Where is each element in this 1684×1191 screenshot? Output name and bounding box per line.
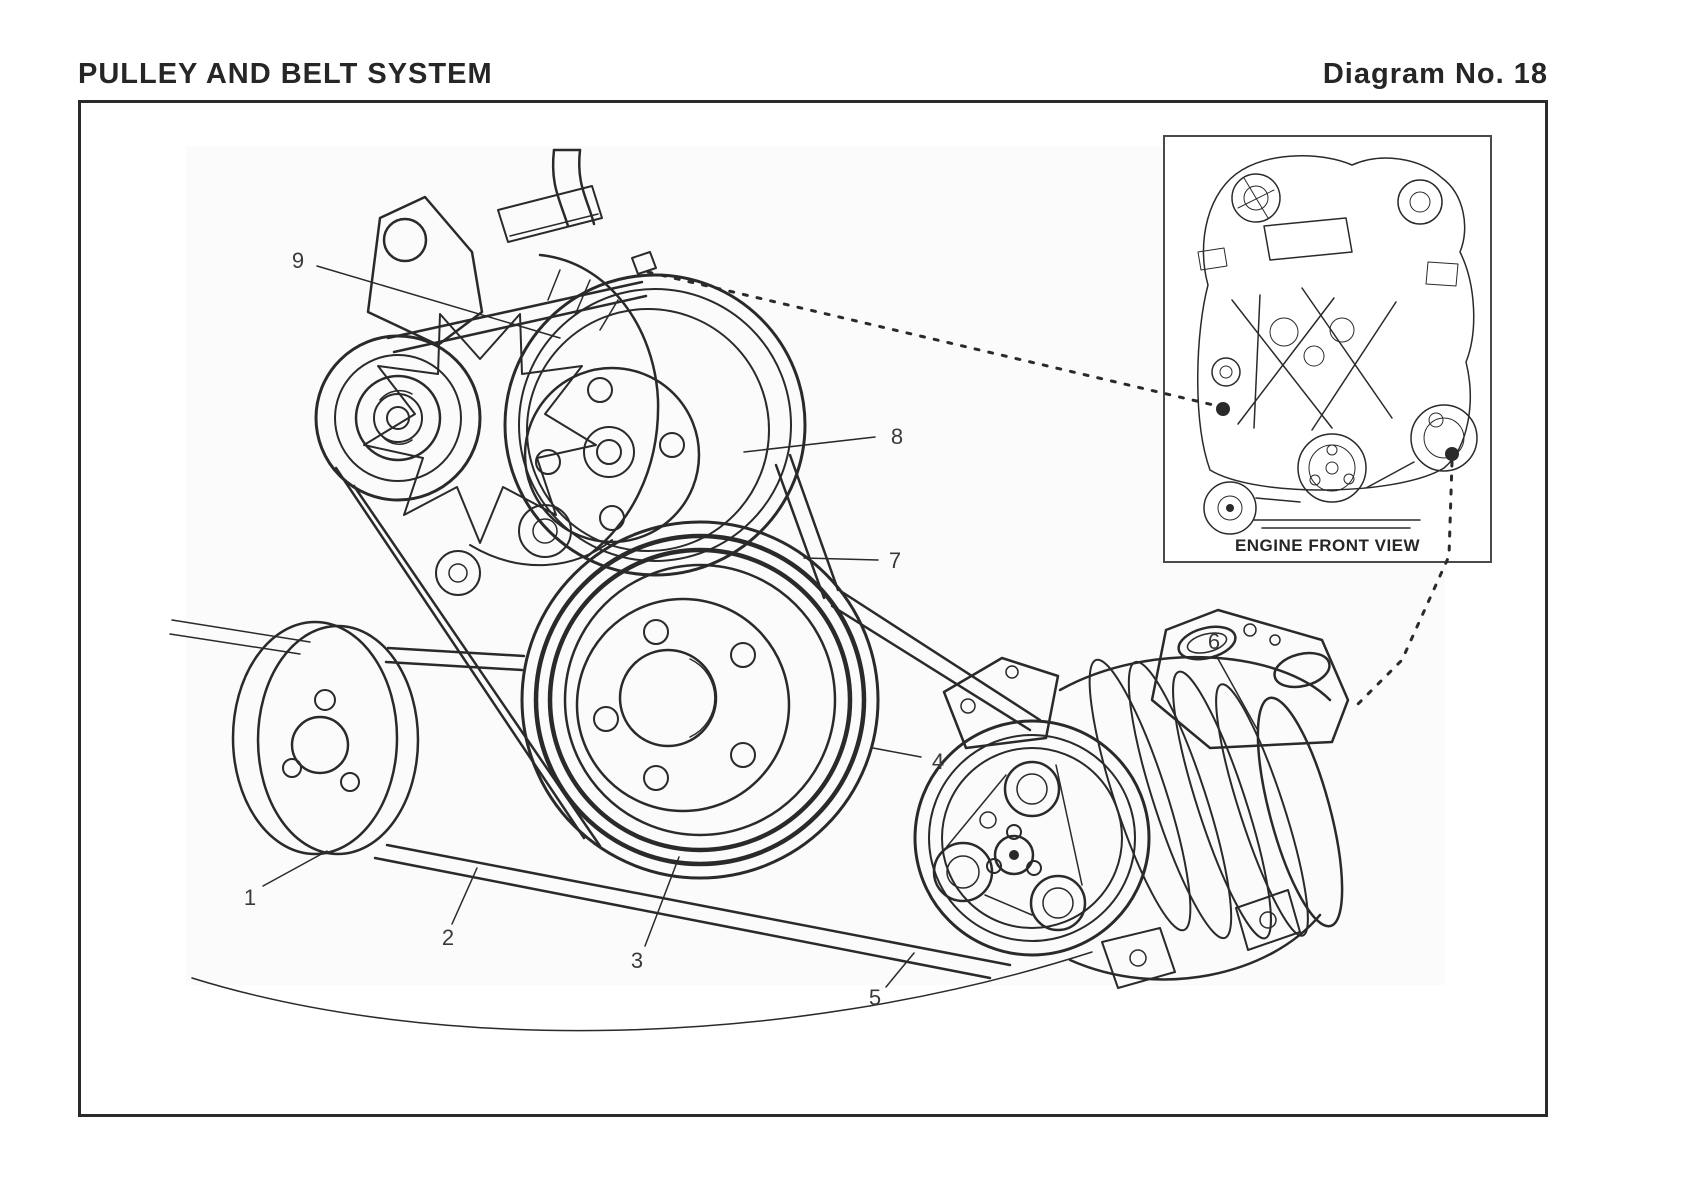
inset-caption: ENGINE FRONT VIEW (1234, 536, 1421, 555)
inset-box: ENGINE FRONT VIEW (1163, 135, 1492, 563)
page-title: PULLEY AND BELT SYSTEM (78, 58, 493, 90)
diagram-number: Diagram No. 18 (1322, 58, 1548, 90)
